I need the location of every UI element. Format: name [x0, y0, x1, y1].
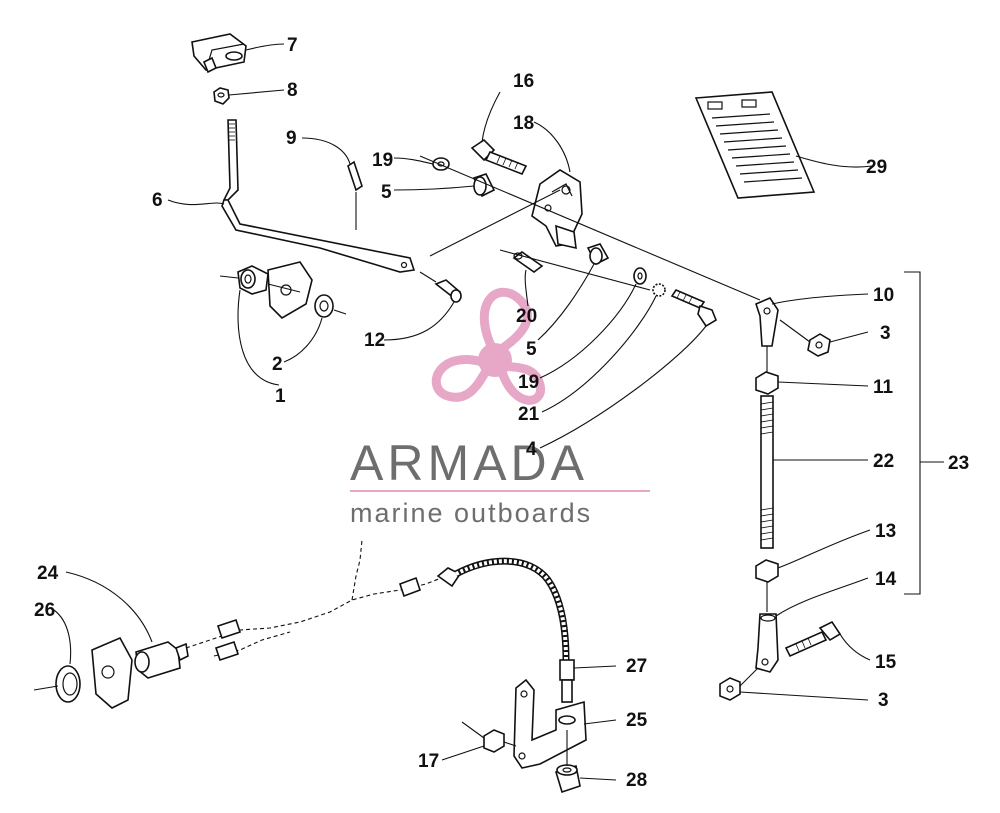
callout-2: 2 — [272, 354, 283, 375]
part-21-lock-washer — [652, 283, 666, 297]
part-15-bolt — [784, 620, 842, 658]
callout-labels: 7 8 9 6 1 2 12 19 5 16 18 20 5 19 21 4 2… — [34, 35, 969, 791]
callout-13: 13 — [875, 521, 896, 542]
part-22-threaded-rod — [760, 395, 774, 549]
part-14-clevis — [755, 613, 779, 673]
part-7-knob — [191, 33, 247, 74]
part-16-bolt — [470, 138, 528, 176]
part-5-bushing-upper — [472, 173, 496, 198]
callout-16: 16 — [513, 71, 534, 92]
part-24-switch — [134, 641, 189, 679]
callout-11: 11 — [873, 377, 894, 398]
callout-29: 29 — [866, 157, 887, 178]
callout-19-upper: 19 — [372, 150, 393, 171]
part-27-cable — [436, 557, 575, 703]
part-19-washer-lower — [633, 267, 647, 285]
callout-10: 10 — [873, 285, 894, 306]
callout-7: 7 — [287, 35, 298, 56]
part-29-decal — [694, 91, 816, 199]
callout-5-lower: 5 — [526, 339, 537, 360]
axis-line-bracket — [429, 189, 561, 257]
axis-line-nut-upper — [779, 319, 811, 343]
part-switch-plate — [91, 636, 133, 709]
callout-28: 28 — [626, 770, 647, 791]
callout-5-upper: 5 — [381, 182, 392, 203]
part-17-nut — [483, 729, 505, 753]
part-3-nut-lower — [719, 677, 741, 701]
callout-3-upper: 3 — [880, 323, 891, 344]
callout-25: 25 — [626, 710, 648, 731]
callout-6: 6 — [152, 190, 163, 211]
callout-12: 12 — [364, 330, 385, 351]
axis-line-nut-lower — [739, 667, 759, 687]
axis-line-nut-17-b — [503, 741, 517, 747]
callout-1: 1 — [275, 386, 286, 407]
part-6-shift-lever — [221, 119, 416, 273]
leader-lines — [53, 43, 944, 781]
axis-line-switch — [33, 685, 59, 691]
part-1-plate — [219, 261, 313, 320]
callout-8: 8 — [287, 80, 298, 101]
assembly-23-bracket — [904, 271, 921, 595]
armada-watermark: ARMADA marine outboards — [350, 287, 650, 528]
callout-18: 18 — [513, 113, 534, 134]
callout-27: 27 — [626, 656, 647, 677]
callout-4: 4 — [526, 439, 537, 460]
propeller-logo — [431, 287, 545, 405]
part-18-bracket — [531, 169, 583, 250]
callout-21: 21 — [518, 404, 540, 425]
callout-15: 15 — [875, 652, 897, 673]
watermark-brand: ARMADA — [350, 435, 588, 491]
part-4-bolt — [670, 289, 717, 328]
part-11-nut — [755, 371, 779, 395]
callout-3-lower: 3 — [878, 690, 889, 711]
part-8-nut — [213, 87, 230, 105]
part-3-nut-upper — [807, 333, 831, 357]
callout-19-lower: 19 — [518, 372, 539, 393]
callout-17: 17 — [418, 751, 439, 772]
part-5-bushing-lower — [586, 243, 610, 266]
callout-22: 22 — [873, 451, 894, 472]
part-13-nut — [755, 559, 779, 583]
callout-14: 14 — [875, 569, 897, 590]
part-26-nut — [55, 665, 81, 703]
part-25-bracket — [513, 678, 587, 769]
part-12-pin — [419, 271, 462, 303]
callout-26: 26 — [34, 600, 55, 621]
part-19-washer-upper — [432, 157, 450, 171]
callout-9: 9 — [286, 128, 297, 149]
axis-line-nut-17 — [461, 721, 485, 739]
part-28-bushing — [555, 764, 581, 794]
callout-23: 23 — [948, 453, 969, 474]
wiring-harness — [185, 539, 447, 662]
part-2-bushing — [314, 294, 347, 318]
part-10-rod-end — [755, 297, 779, 347]
watermark-tagline: marine outboards — [350, 498, 592, 528]
part-9-cotter-pin — [347, 160, 363, 230]
callout-24: 24 — [37, 563, 59, 584]
axis-line-upper — [419, 155, 761, 301]
callout-20: 20 — [516, 306, 537, 327]
axis-line-lower — [499, 249, 651, 291]
